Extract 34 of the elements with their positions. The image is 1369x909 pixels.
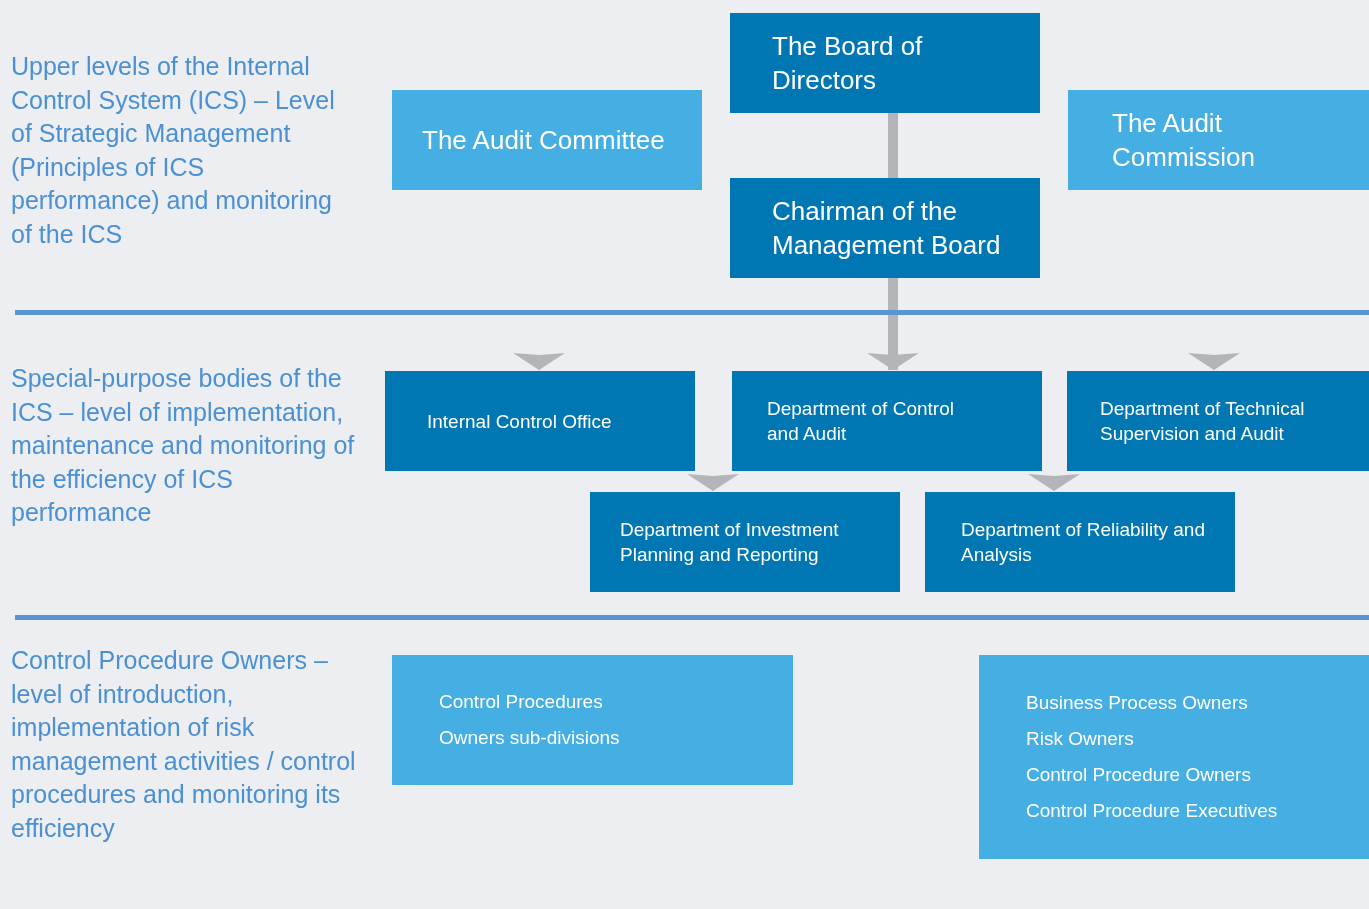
level-description: Upper levels of the Internal Control System (ICS) – Level of Strategic Management (Principles of ICS performance) and monitoring of the ICS [11, 51, 336, 250]
level-description: Special-purpose bodies of the ICS – level of implementation, maintenance and monitoring of the efficiency of ICS performance [11, 363, 356, 529]
box-text: Internal Control Office [427, 409, 613, 434]
org-box [925, 492, 1235, 592]
box-text: Control Procedure Owners [1026, 763, 1252, 787]
org-box [730, 13, 1040, 113]
org-box [392, 90, 702, 190]
org-box [385, 371, 695, 471]
org-box [590, 492, 900, 592]
box-text: Department of Technical Supervision and Audit [1100, 397, 1306, 446]
box-text: The Audit Commission [1112, 107, 1257, 174]
arrow [867, 278, 919, 370]
box-text: Department of Control and Audit [767, 397, 955, 446]
box-text: Risk Owners [1026, 727, 1135, 751]
arrow [687, 474, 739, 492]
box-text: Department of Reliability and Analysis [961, 518, 1206, 567]
arrow [1028, 474, 1080, 492]
org-box [1068, 90, 1369, 190]
box-text: Control Procedures Owners sub-divisions [439, 690, 621, 750]
org-box [392, 655, 793, 785]
box-text: The Board of Directors [772, 30, 924, 97]
box-text: Control Procedure Executives [1026, 799, 1279, 823]
arrow [513, 353, 565, 371]
level-description: Control Procedure Owners – level of introduction, implementation of risk management activities / control procedures and monitoring its efficiency [11, 645, 356, 844]
arrow [1188, 353, 1240, 371]
org-box [979, 655, 1369, 859]
box-text: Chairman of the Management Board [772, 195, 1002, 262]
org-box [730, 178, 1040, 278]
org-box [1067, 371, 1369, 471]
box-text: Department of Investment Planning and Reporting [620, 518, 840, 567]
box-text: Business Process Owners [1026, 691, 1249, 715]
box-text: The Audit Committee [422, 124, 666, 157]
connector-line [888, 113, 898, 178]
org-box [732, 371, 1042, 471]
